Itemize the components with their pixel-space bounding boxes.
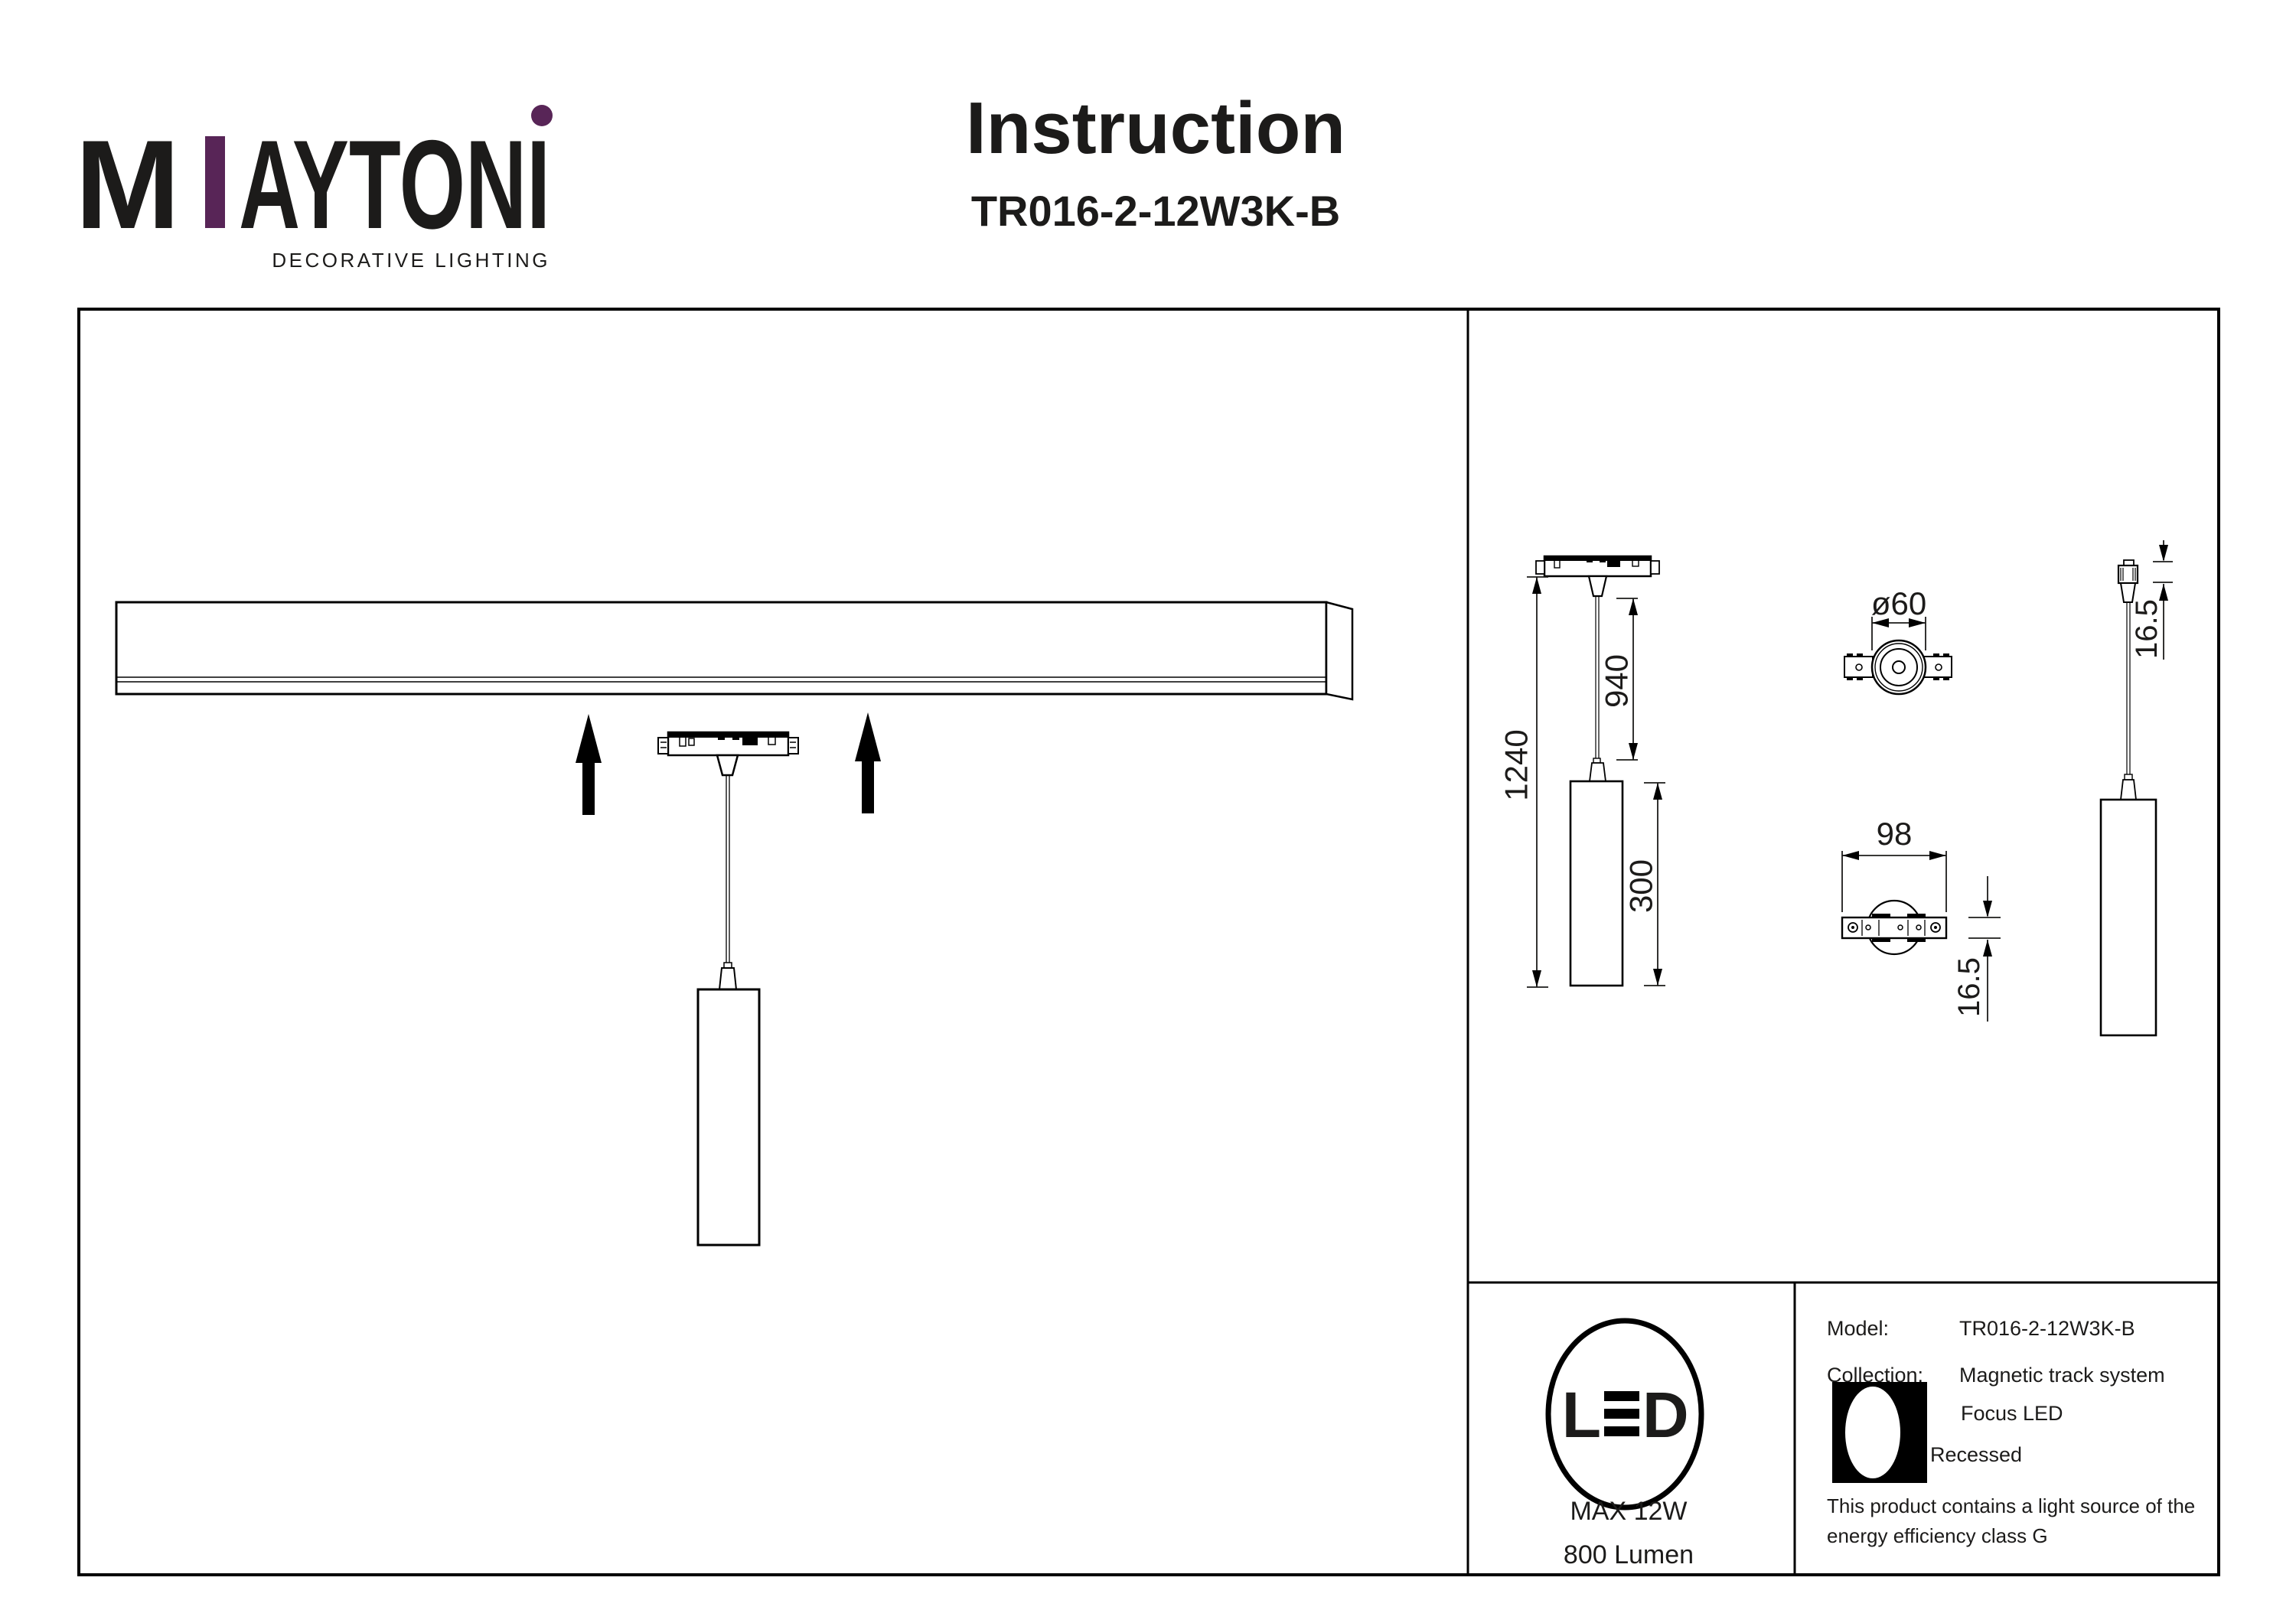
max-power-label: MAX 12W <box>1570 1497 1687 1526</box>
mounting-value: Recessed <box>1930 1443 2022 1466</box>
dim-diameter-label: ø60 <box>1871 585 1926 621</box>
energy-note-line1: This product contains a light source of … <box>1827 1494 2195 1517</box>
drawing-frame <box>77 308 2220 1576</box>
logo-wordmark-rest: AYTONI <box>239 114 550 255</box>
spec-table: Model: TR016-2-12W3K-B Collection: Magne… <box>1827 1317 2195 1547</box>
dim-overall-label: 1240 <box>1499 729 1534 800</box>
energy-note-line2: energy efficiency class G <box>1827 1524 2048 1547</box>
led-letter-d: D <box>1642 1379 1689 1451</box>
dim-track-width-98: 98 <box>1841 816 1947 912</box>
dim-connector-16-5: 16.5 <box>2130 540 2173 660</box>
maytoni-logo: M AYTONI DECORATIVE LIGHTING <box>75 105 553 272</box>
pendant-lamp <box>696 754 761 1247</box>
dim-body-300: 300 <box>1623 782 1665 986</box>
type-value: Focus LED <box>1961 1402 2063 1425</box>
dim-connector-label: 16.5 <box>2130 599 2164 659</box>
dimension-figure-pendant-side: 16.5 <box>2099 540 2173 1037</box>
dim-track-height-16-5: 16.5 <box>1952 876 2001 1022</box>
logo-accent-bar <box>205 136 225 228</box>
dimension-figure-top-view: ø60 <box>1844 585 1952 696</box>
dim-track-width-label: 98 <box>1877 816 1913 852</box>
dim-overall-1240: 1240 <box>1499 576 1548 988</box>
led-badge-circle-icon <box>1545 1318 1704 1511</box>
pendant-cylinder <box>696 988 761 1247</box>
logo-letter-m: M <box>75 114 180 255</box>
dim-track-height-label: 16.5 <box>1952 957 1986 1017</box>
dimension-figure-front: 1240 940 300 <box>1499 555 1665 988</box>
insert-arrow-right-icon <box>855 712 881 813</box>
led-e-bars-icon <box>1604 1391 1639 1436</box>
led-letter-l: L <box>1562 1379 1601 1451</box>
luminous-flux-label: 800 Lumen <box>1564 1540 1694 1569</box>
insert-arrow-left-icon <box>576 714 602 815</box>
outer-border <box>77 308 2220 1576</box>
model-value: TR016-2-12W3K-B <box>1959 1317 2135 1340</box>
dimension-figure-track-side: 98 16.5 <box>1841 816 2001 1022</box>
track-adapter <box>657 731 799 757</box>
header: Instruction TR016-2-12W3K-B <box>966 87 1345 235</box>
collection-value: Magnetic track system <box>1959 1364 2165 1387</box>
track-rail <box>115 601 1354 701</box>
dim-diameter-60: ø60 <box>1871 585 1926 650</box>
installation-diagram <box>115 601 1354 1247</box>
model-label: Model: <box>1827 1317 1889 1340</box>
page-model-number: TR016-2-12W3K-B <box>971 187 1340 235</box>
track-rail-endcap <box>1325 601 1354 701</box>
recessed-spot-icon <box>1832 1382 1927 1483</box>
dim-cord-940: 940 <box>1599 598 1638 761</box>
led-badge: L D MAX 12W 800 Lumen <box>1545 1318 1704 1569</box>
dim-body-label: 300 <box>1623 859 1659 913</box>
page-title: Instruction <box>966 87 1345 169</box>
dim-cord-label: 940 <box>1599 654 1635 708</box>
logo-tagline: DECORATIVE LIGHTING <box>272 249 550 272</box>
logo-i-dot-icon <box>531 105 553 126</box>
